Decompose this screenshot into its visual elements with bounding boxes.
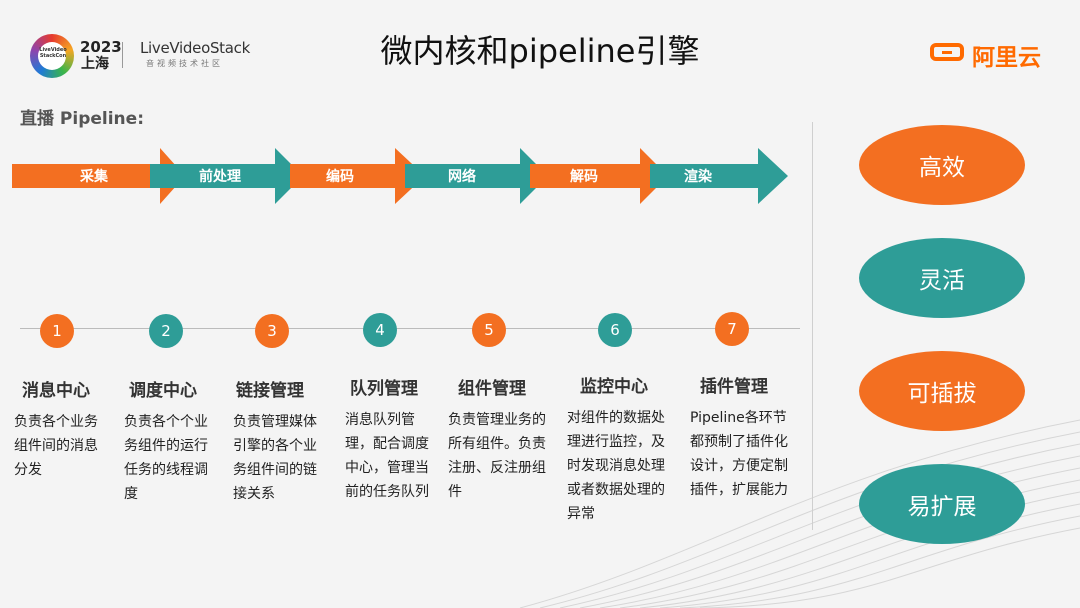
pipeline-arrow-5	[530, 148, 668, 204]
step-title-1: 消息中心	[22, 381, 90, 401]
step-desc-2: 负责各个个业务组件的运行任务的线程调度	[124, 414, 208, 502]
aliyun-logo-icon	[930, 43, 964, 61]
step-number-7: 7	[715, 312, 749, 346]
conference-city: 上海	[81, 56, 109, 72]
pipeline-arrow-6	[650, 148, 788, 204]
pipeline-arrows	[12, 148, 788, 204]
feature-extensible: 易扩展	[859, 464, 1025, 544]
feature-pluggable: 可插拔	[859, 351, 1025, 431]
step-number-1: 1	[40, 314, 74, 348]
step-desc-3: 负责管理媒体引擎的各个业务组件间的链接关系	[233, 414, 317, 502]
step-title-6: 监控中心	[580, 377, 648, 397]
pipeline-arrow-4	[405, 148, 548, 204]
step-title-4: 队列管理	[350, 379, 418, 399]
pipeline-arrow-1	[12, 148, 185, 204]
conference-logo-icon	[30, 34, 74, 78]
step-title-5: 组件管理	[458, 379, 526, 399]
feature-efficient: 高效	[859, 125, 1025, 205]
brand-name: LiveVideoStack	[140, 39, 250, 57]
pipeline-arrow-3	[290, 148, 425, 204]
step-desc-4: 消息队列管理，配合调度中心，管理当前的任务队列	[345, 412, 429, 500]
step-number-4: 4	[363, 313, 397, 347]
pipeline-stage-6: 渲染	[684, 169, 712, 185]
step-title-3: 链接管理	[236, 381, 304, 401]
partner-logo-text: 阿里云	[972, 45, 1041, 71]
pipeline-stage-1: 采集	[80, 169, 108, 185]
step-number-3: 3	[255, 314, 289, 348]
conference-year: 2023	[80, 38, 122, 56]
step-title-7: 插件管理	[700, 377, 768, 397]
step-desc-7: Pipeline各环节都预制了插件化设计，方便定制插件，扩展能力	[690, 410, 788, 498]
pipeline-stage-2: 前处理	[199, 169, 241, 185]
step-number-5: 5	[472, 313, 506, 347]
pipeline-arrow-2	[150, 148, 303, 204]
step-desc-6: 对组件的数据处理进行监控，及时发现消息处理或者数据处理的异常	[567, 410, 665, 522]
pipeline-stage-3: 编码	[326, 169, 354, 185]
step-title-2: 调度中心	[129, 381, 197, 401]
step-desc-1: 负责各个业务组件间的消息分发	[14, 414, 98, 478]
step-desc-5: 负责管理业务的所有组件。负责注册、反注册组件	[448, 412, 546, 500]
timeline-line	[20, 328, 800, 329]
brand-subtitle: 音视频技术社区	[146, 59, 223, 68]
feature-flexible: 灵活	[859, 238, 1025, 318]
step-number-2: 2	[149, 314, 183, 348]
header-separator	[122, 42, 123, 68]
vertical-divider	[812, 122, 813, 530]
pipeline-stage-5: 解码	[570, 169, 598, 185]
step-number-6: 6	[598, 313, 632, 347]
pipeline-stage-4: 网络	[448, 169, 476, 185]
page-title: 微内核和pipeline引擎	[380, 32, 700, 70]
conference-logo-text: LiveVideo StackCon	[39, 47, 67, 59]
pipeline-label: 直播 Pipeline:	[20, 109, 144, 129]
